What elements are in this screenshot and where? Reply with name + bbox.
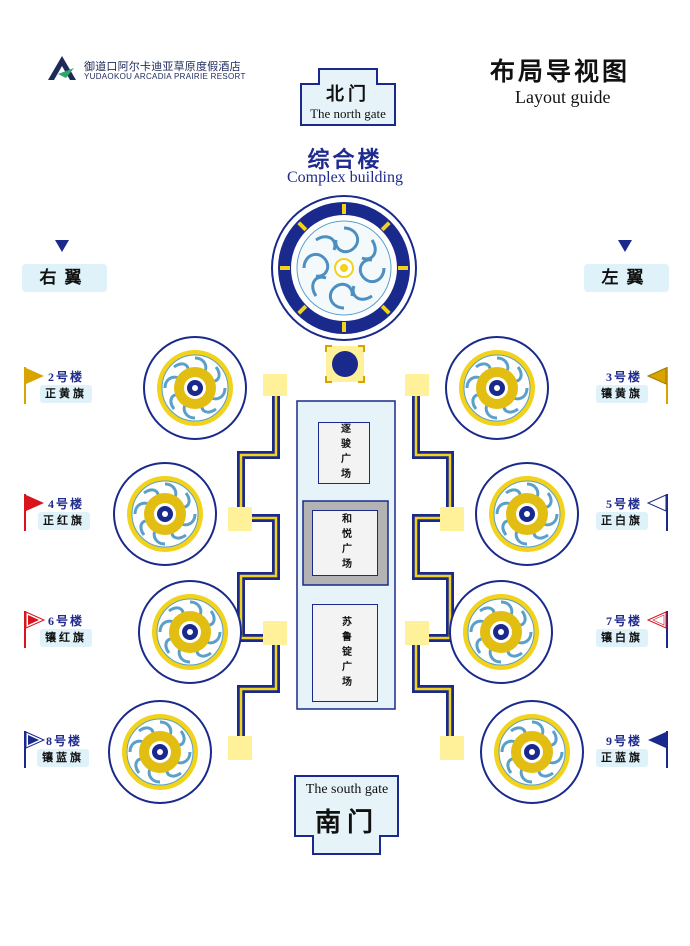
building-9-number: 9号楼 [606,734,643,748]
plaza-suluding: 苏鲁锭广场 [312,604,378,702]
building-8-number: 8号楼 [46,734,83,748]
left-wing-label: 左翼 [584,264,669,292]
building-6-number: 6号楼 [48,614,85,628]
flag-2-icon [24,367,44,404]
south-gate-cn: 南门 [314,808,379,838]
page-title-en: Layout guide [515,87,611,107]
south-gate-shape [294,775,399,855]
building-3-number: 3号楼 [606,370,643,384]
building-6 [139,581,241,683]
flag-8-icon [24,731,46,768]
building-5-banner: 正白旗 [596,512,648,530]
logo-name-cn: 御道口阿尔卡迪亚草原度假酒店 [84,60,241,73]
building-2-number: 2号楼 [48,370,85,384]
right-wing-label: 右翼 [22,264,107,292]
building-7-number: 7号楼 [606,614,643,628]
building-4-banner: 正红旗 [38,512,90,530]
building-7-banner: 镶白旗 [596,629,648,647]
north-gate-en: The north gate [310,106,386,121]
building-3 [446,337,548,439]
building-3-banner: 镶黄旗 [596,385,648,403]
building-8-banner: 镶蓝旗 [37,749,89,767]
plaza-zhujun: 逐骏广场 [318,422,370,484]
complex-connector [325,345,365,383]
left-walkway [237,396,280,741]
complex-building [271,195,417,341]
building-8 [109,701,211,803]
building-5-number: 5号楼 [606,497,643,511]
building-9-banner: 正蓝旗 [596,749,648,767]
complex-building-en: Complex building [287,169,403,186]
flag-9-icon [648,731,668,768]
flag-5-icon [646,494,668,531]
building-2-banner: 正黄旗 [40,385,92,403]
complex-building-cn: 综合楼 [307,147,383,173]
north-gate-cn: 北门 [326,84,370,105]
flag-7-icon [646,611,668,648]
building-4-number: 4号楼 [48,497,85,511]
page-title-cn: 布局导视图 [490,57,631,86]
resort-logo: 御道口阿尔卡迪亚草原度假酒店 YUDAOKOU ARCADIA PRAIRIE … [46,54,256,84]
left-wing-marker-icon [618,240,632,252]
flag-4-icon [24,494,44,531]
south-gate-en: The south gate [305,782,389,797]
building-5 [476,463,578,565]
logo-name-en: YUDAOKOU ARCADIA PRAIRIE RESORT [84,72,246,81]
flag-6-icon [24,611,46,648]
right-walkway-nodes [405,374,464,760]
building-9 [481,701,583,803]
right-walkway [412,396,454,741]
building-2 [144,337,246,439]
flag-3-icon [646,367,668,404]
right-wing-marker-icon [55,240,69,252]
arcadia-logo-icon [48,56,76,80]
left-walkway-nodes [228,374,287,760]
north-gate: 北门 The north gate [300,68,396,126]
building-4 [114,463,216,565]
plaza-heyue: 和悦广场 [312,510,378,576]
building-6-banner: 镶红旗 [40,629,92,647]
building-7 [450,581,552,683]
